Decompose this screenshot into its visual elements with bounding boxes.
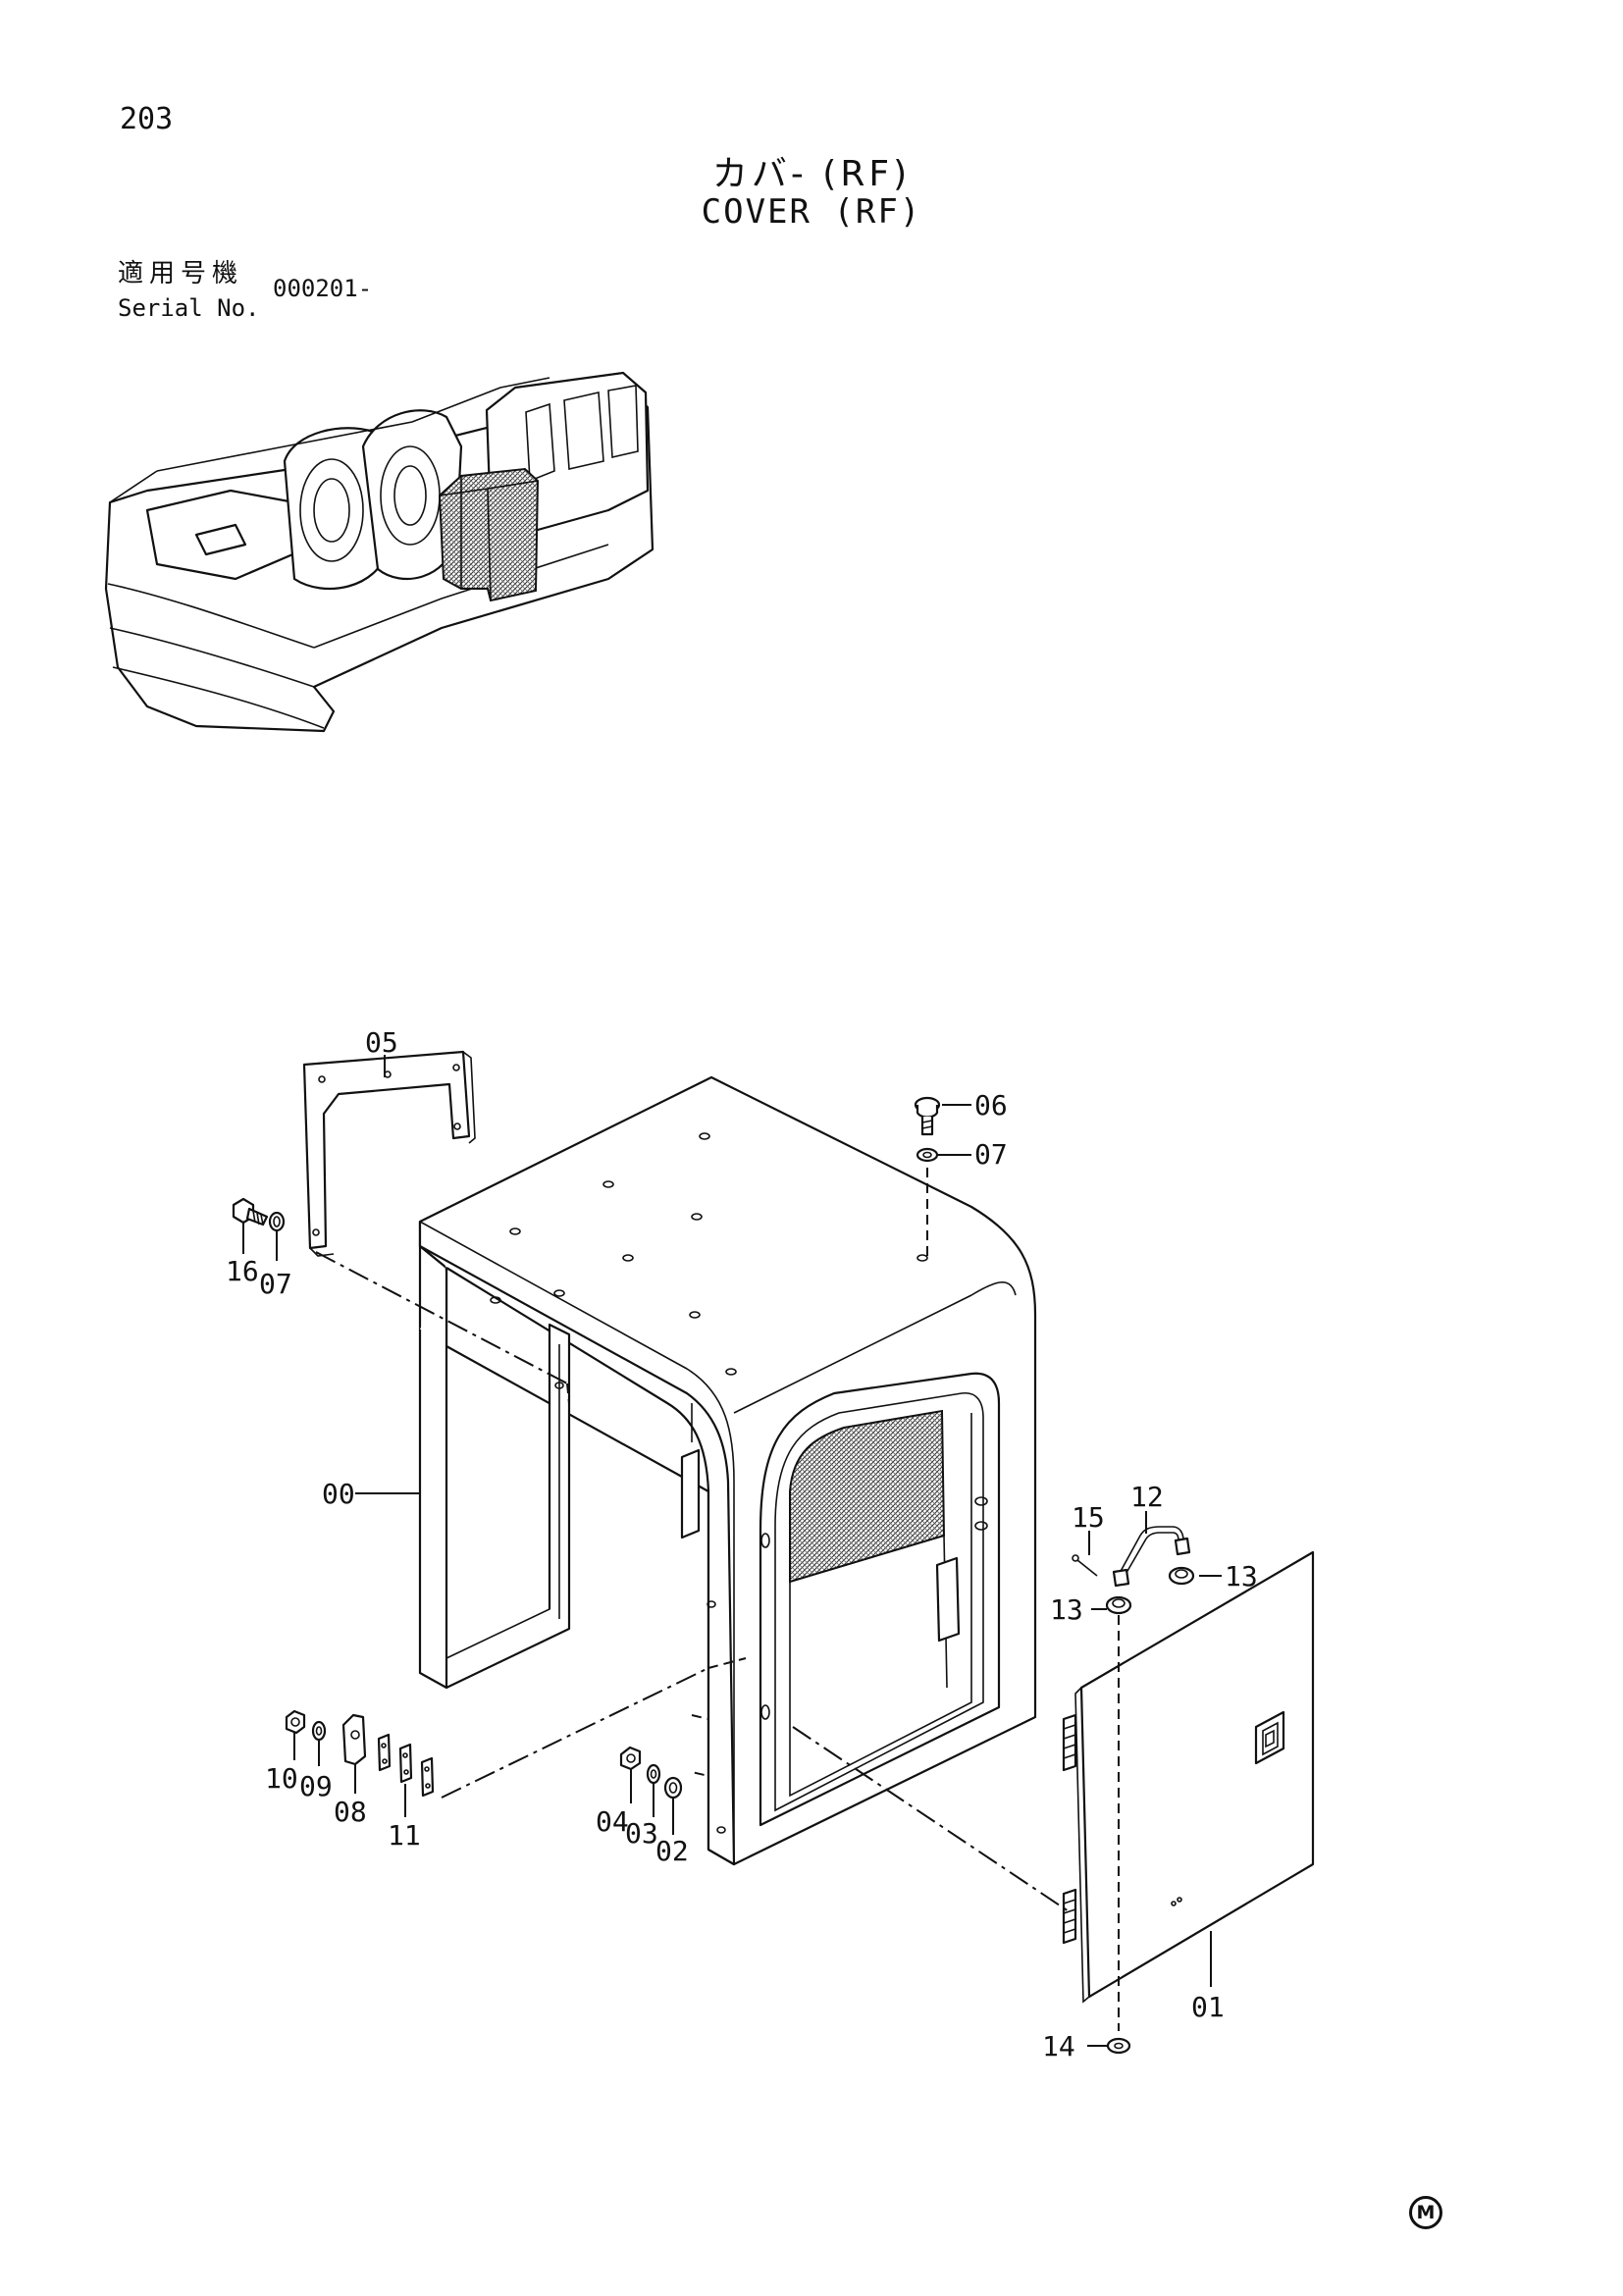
part-label-04: 04 [596,1805,629,1838]
hinge-hardware-set [285,1709,435,1798]
part-label-00: 00 [322,1478,355,1510]
part-label-11: 11 [388,1819,421,1852]
assembly-lines [315,1168,1120,2031]
title-english: COVER (RF) [701,192,922,232]
part-label-07: 07 [974,1138,1008,1171]
part-label-15: 15 [1072,1501,1105,1534]
part-label-08: 08 [334,1796,367,1828]
title-japanese: カバ- (RF) [711,154,912,194]
part-label-09: 09 [299,1770,333,1802]
machine-locator-illustration [104,371,654,733]
serial-label-japanese: 適用号機 [118,259,244,288]
leader-lines [242,1055,1222,2047]
part-label-02: 02 [655,1835,689,1867]
part-label-05: 05 [365,1026,398,1059]
part-labels: 05 06 07 16 07 00 10 09 08 11 04 03 02 1… [226,1026,1258,2062]
latch-rod-assembly [1072,1526,1195,2055]
part-label-07: 07 [259,1268,292,1300]
part-label-16: 16 [226,1255,259,1287]
top-bolt-and-washer [914,1096,941,1163]
part-label-13: 13 [1050,1593,1083,1626]
part-label-10: 10 [265,1762,298,1795]
nut-and-washer-set [619,1746,683,1800]
serial-label-english: Serial No. [118,294,260,322]
cover-body [418,1075,1037,1866]
access-door [1062,1550,1315,2004]
bracket-plate [302,1050,476,1257]
part-label-13: 13 [1225,1560,1258,1592]
part-label-03: 03 [625,1817,658,1850]
page-number: 203 [120,102,174,136]
part-label-01: 01 [1191,1991,1225,2023]
part-label-12: 12 [1130,1481,1164,1513]
part-label-14: 14 [1042,2030,1075,2062]
serial-number-value: 000201- [273,275,373,302]
maker-mark: M [1409,2196,1442,2229]
part-label-06: 06 [974,1089,1008,1122]
bolt-and-washer-set [232,1197,286,1232]
